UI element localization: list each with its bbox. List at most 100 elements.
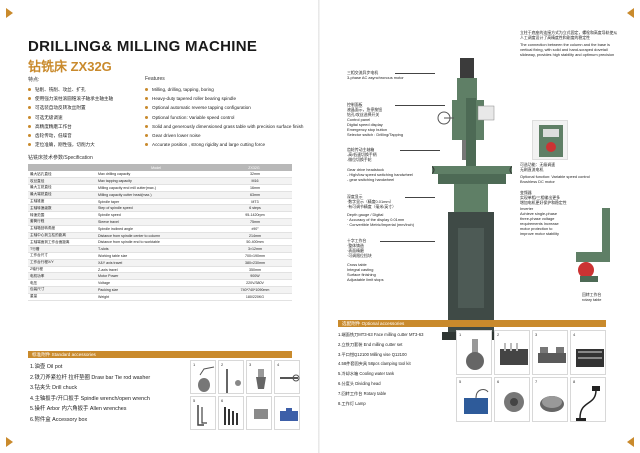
optional-accessories-bar: 选配附件 Optional accessories bbox=[338, 320, 606, 327]
table-cell: Weight bbox=[96, 293, 216, 301]
end-mill-set-icon bbox=[500, 343, 528, 365]
table-cell: 75mm bbox=[216, 218, 292, 226]
table-cell: 350mm bbox=[216, 266, 292, 274]
oil-pot-icon bbox=[198, 366, 215, 392]
table-cell: 380×230mm bbox=[216, 259, 292, 267]
corner-marker bbox=[6, 8, 13, 18]
drill-chuck-icon bbox=[256, 369, 266, 389]
list-item: 3.钻夹头 Drill chuck bbox=[30, 385, 78, 392]
speed-control-inset bbox=[532, 120, 568, 160]
annotation-gear-headstock-en: Gear drive headstock - High/low speed sw… bbox=[347, 167, 413, 182]
optional-accessories-photos: 1 2 3 4 5 6 7 8 bbox=[456, 330, 606, 422]
bullet-icon bbox=[28, 115, 31, 119]
features-en-heading: Features bbox=[145, 76, 165, 82]
list-item: 1.油壶 Oil pot bbox=[30, 364, 63, 370]
list-item: 高精度精磨工作台 bbox=[28, 122, 138, 131]
list-item: Heavy-duty tapered roller bearing spindl… bbox=[145, 94, 310, 103]
rotary-table-icon bbox=[576, 208, 610, 282]
table-cell: Motor Power bbox=[96, 272, 216, 281]
table-cell: MT3 bbox=[216, 198, 292, 206]
table-cell: T-slots bbox=[96, 245, 216, 254]
table-cell: 180/220KG bbox=[216, 293, 292, 301]
table-cell: Spindle speed bbox=[96, 211, 216, 220]
list-item: 8.工作灯 Lamp bbox=[338, 400, 366, 406]
optional-accessories-list: 1.端面铣刀MT3-63 Face milling cutter MT3-63 … bbox=[338, 330, 456, 408]
oil-pot-photo: 1 bbox=[190, 360, 216, 394]
bullet-icon bbox=[145, 97, 148, 101]
table-cell: Max tapping capacity bbox=[96, 177, 216, 186]
list-item: Solid and generously dimensioned grass t… bbox=[145, 122, 310, 131]
annotation-control-panel: 控制面板 液晶面示，急停按钮 钻孔/攻丝选择开关 Control panel D… bbox=[347, 102, 404, 137]
table-cell: 3×12mm bbox=[216, 245, 292, 254]
table-cell: 主轴转速级数 bbox=[28, 204, 96, 213]
table-cell: 50-400mm bbox=[216, 238, 292, 247]
face-mill-icon bbox=[466, 339, 484, 370]
annotation-speed-cn: 可选功能：无级调速 无刷直流电机 bbox=[520, 162, 556, 172]
vise-icon bbox=[538, 347, 566, 363]
list-item: Milling, drilling, tapping, boring bbox=[145, 85, 310, 94]
annotation-motor: 三相交流异步电机 3-phase AC asynchronous motor bbox=[347, 70, 404, 80]
annotation-cross-table-en: Cross table Integral casting Surface fin… bbox=[347, 262, 384, 282]
features-cn-heading: 特点: bbox=[28, 77, 40, 83]
table-cell: Step of spindle speed bbox=[96, 204, 216, 213]
list-item: 6.附件盒 Accessory box bbox=[30, 416, 88, 423]
clamping-kit-icon bbox=[576, 349, 604, 367]
table-cell: T行槽 bbox=[28, 245, 96, 254]
table-cell: Distance from spindle center to column bbox=[96, 232, 216, 240]
list-item: 2.立铣刀套装 End milling cutter set bbox=[338, 341, 403, 347]
bullet-icon bbox=[28, 97, 31, 101]
list-item: 可选装自动反转攻丝附置 bbox=[28, 103, 138, 112]
table-cell: X&Y axis travel bbox=[96, 259, 216, 267]
lamp-icon bbox=[576, 386, 600, 421]
arbor-icon bbox=[254, 409, 268, 419]
table-cell: 主轴锥度 bbox=[28, 198, 96, 206]
list-item: 钻削、铣削、攻丝、扩孔 bbox=[28, 85, 138, 94]
corner-marker bbox=[627, 437, 634, 447]
toolbox-icon bbox=[280, 408, 298, 421]
table-cell: Milling capacity end mill cutter(max.) bbox=[96, 184, 216, 192]
list-item: 4.主轴扳手/开口扳手 Spindle wrench/open wrench bbox=[30, 395, 150, 402]
list-item: 6.分度头 Dividing head bbox=[338, 380, 381, 386]
table-cell: 主轴端面到工作台面距离 bbox=[28, 238, 96, 247]
table-cell: 700×190mm bbox=[216, 252, 292, 260]
end-mill-set-photo: 2 bbox=[494, 330, 530, 375]
column-header bbox=[28, 164, 96, 171]
annotation-speed-en: Optional function: Variable speed contro… bbox=[520, 174, 590, 184]
page-title-en: DRILLING& MILLING MACHINE bbox=[28, 38, 258, 55]
table-cell: 6 steps bbox=[216, 204, 292, 213]
table-cell: 套筒行程 bbox=[28, 218, 96, 226]
table-cell: Z轴行程 bbox=[28, 266, 96, 274]
dividing-head-icon bbox=[504, 392, 524, 412]
features-cn-list: 钻削、铣削、攻丝、扩孔 使用强力滚柱滚圆锥滚子轴承主轴主轴 可选装自动反转攻丝附… bbox=[28, 85, 138, 149]
standard-accessories-bar: 标准附件 Standard accessories bbox=[28, 351, 292, 358]
table-cell: 包装尺寸 bbox=[28, 286, 96, 294]
table-cell: ±90° bbox=[216, 225, 292, 233]
table-cell: 16mm bbox=[216, 184, 292, 192]
bullet-icon bbox=[145, 143, 148, 147]
list-item: 5.冷却水箱 Cooling water tank bbox=[338, 371, 395, 377]
wrench-photo: 4 bbox=[274, 360, 300, 394]
table-cell: Voltage bbox=[96, 279, 216, 288]
table-cell: 最大端铣直径 bbox=[28, 191, 96, 199]
list-item: 7.回转工作台 Rotary table bbox=[338, 390, 387, 396]
rotary-table-photo: 7 bbox=[532, 377, 568, 422]
table-header-row: Model ZX32G bbox=[28, 164, 292, 171]
dividing-head-photo: 6 bbox=[494, 377, 530, 422]
table-cell: 214mm bbox=[216, 232, 292, 240]
spec-heading: 钻铣床技术参数/Specification bbox=[28, 155, 93, 161]
draw-bar-photo: 2 bbox=[218, 360, 244, 394]
bullet-icon bbox=[145, 88, 148, 92]
face-milling-cutter-photo: 1 bbox=[456, 330, 492, 375]
annotation-column-cn: 立柱于底座的连接方式为立式固定，螺栓和高度导轨使从人工调度设计了高精度性和刚度的… bbox=[520, 30, 618, 40]
